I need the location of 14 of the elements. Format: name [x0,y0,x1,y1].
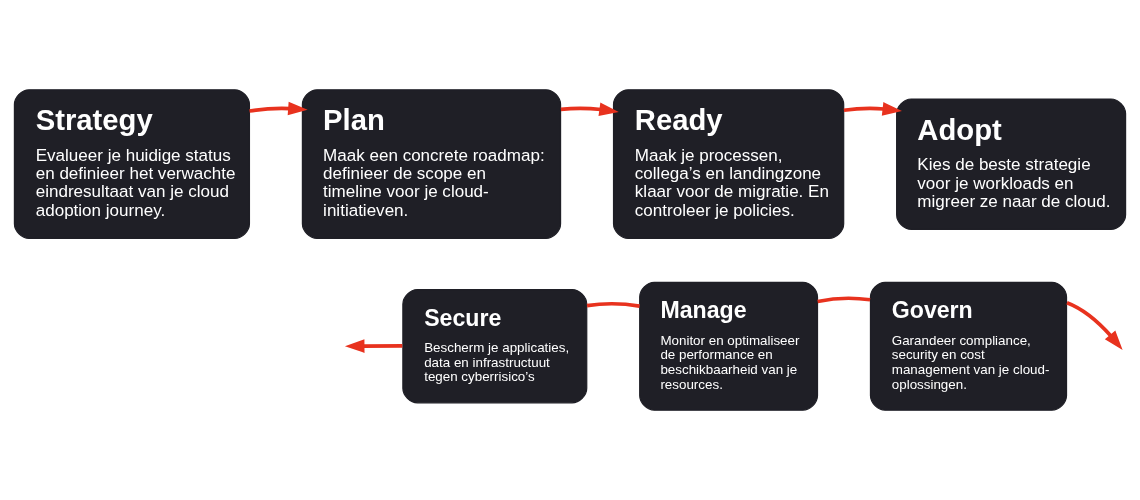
connector [817,296,871,304]
node-box: Strategy Evalueer je huidige status en definieer het verwachte eindresultaat van je cloud adoption journey. [13,89,251,240]
arrow [843,102,902,116]
node-box: Secure Bescherm je applicaties, data en infrastructuut tegen cyberrisico’s [402,288,588,404]
node-box: Ready Maak je processen, collega’s en landingzone klaar voor de migratie. En controleer je policies. [612,89,845,240]
arrow [344,339,403,353]
node-box: Govern Garandeer compliance, security en cost management van je cloud-oplossingen. [869,281,1068,411]
arrow [1066,301,1123,350]
node-box: Adopt Kies de beste strategie voor je workloads en migreer ze naar de cloud. [896,98,1127,230]
connector [586,301,640,308]
arrow [249,101,308,116]
node-box: Manage Monitor en optimaliseer de performance en beschikbaarheid van je resources. [639,281,819,411]
node-box: Plan Maak een concrete roadmap: definieer de scope en timeline voor je cloud-initiatieven. [301,89,562,240]
arrow [560,102,619,117]
